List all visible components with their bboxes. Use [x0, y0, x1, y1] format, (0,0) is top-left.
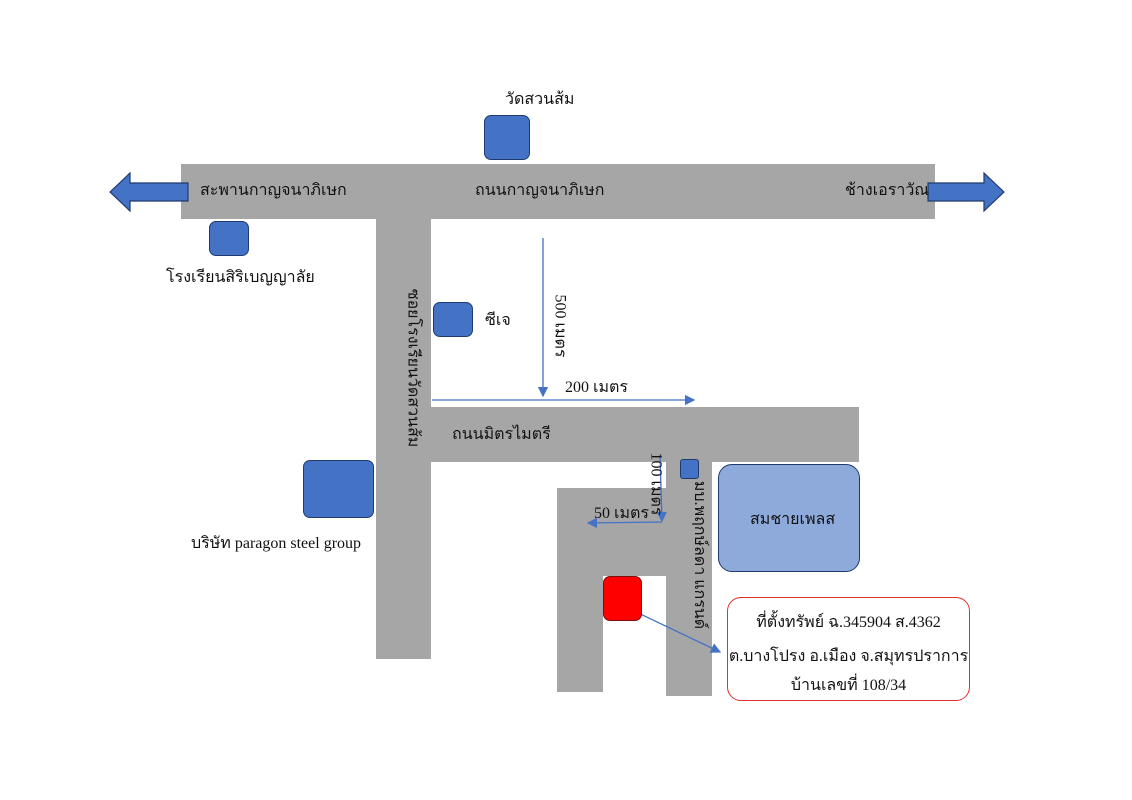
property-info-box: ที่ตั้งทรัพย์ ฉ.345904 ส.4362 ต.บางโปรง … — [727, 597, 970, 701]
bridge-label: สะพานกาญจนาภิเษก — [200, 182, 347, 199]
distance-50-line — [586, 517, 663, 529]
temple-marker — [484, 115, 530, 160]
property-pointer-line — [631, 609, 722, 653]
info-line-2: ต.บางโปรง อ.เมือง จ.สมุทรปราการ — [728, 648, 969, 665]
school-marker — [209, 221, 249, 256]
property-marker — [603, 576, 642, 621]
road-village-right — [666, 462, 712, 696]
road-village-top — [603, 488, 666, 534]
distance-200-label: 200 เมตร — [565, 379, 628, 396]
main-road-label: ถนนกาญจนาภิเษก — [475, 182, 605, 199]
erawan-label: ช้างเอราวัณ — [845, 182, 930, 199]
school-label: โรงเรียนสิริเบญญาลัย — [166, 269, 315, 286]
road-kanchanaphisek — [181, 164, 935, 219]
temple-label: วัดสวนส้ม — [505, 91, 575, 108]
right-direction-arrow — [927, 171, 1005, 213]
somchai-place-marker — [718, 464, 860, 572]
paragon-marker — [303, 460, 374, 518]
info-line-3: บ้านเลขที่ 108/34 — [790, 677, 907, 694]
distance-50-label: 50 เมตร — [594, 505, 649, 522]
cj-label: ซีเจ — [485, 312, 511, 329]
village-marker — [680, 459, 699, 479]
distance-100-line — [656, 454, 667, 523]
mitmaitri-road-label: ถนนมิตรไมตรี — [452, 426, 551, 443]
somchai-place-label: สมชายเพลส — [750, 511, 836, 528]
road-soi-school — [376, 219, 431, 659]
distance-100-label: 100 เมตร — [647, 452, 665, 516]
road-village-mid — [603, 534, 666, 576]
cj-marker — [433, 302, 473, 337]
road-mitmaitri — [431, 407, 859, 462]
info-line-1: ที่ตั้งทรัพย์ ฉ.345904 ส.4362 — [756, 614, 941, 631]
left-direction-arrow — [109, 171, 189, 213]
village-label: มบ.พฤกษ์ลดา แกรนด์ — [691, 480, 709, 630]
paragon-label: บริษัท paragon steel group — [191, 535, 362, 552]
distance-500-label: 500 เมตร — [551, 294, 569, 358]
soi-school-label: ซอยโรงเรียนวัดสวนส้ม — [404, 288, 422, 448]
